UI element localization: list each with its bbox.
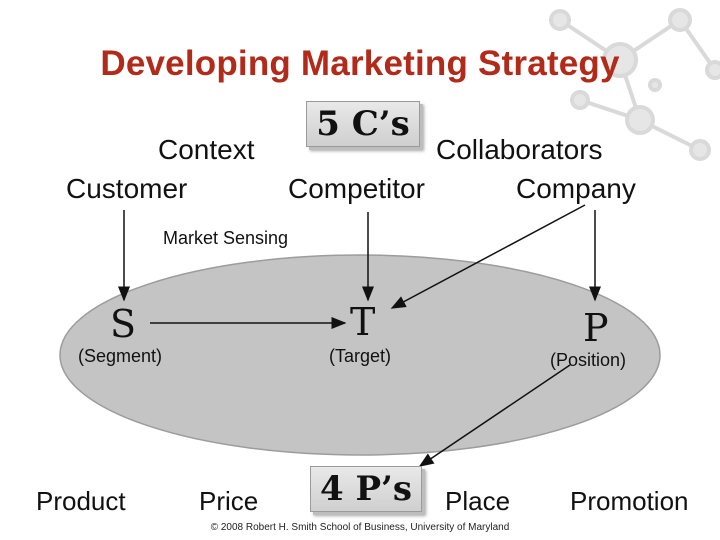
- segment-label: (Segment): [78, 346, 163, 366]
- position-letter: P: [583, 306, 609, 350]
- footer-copyright: © 2008 Robert H. Smith School of Busines…: [210, 522, 510, 533]
- context-label: Context: [158, 134, 255, 165]
- collaborators-label: Collaborators: [436, 134, 603, 165]
- position-label: (Position): [550, 350, 627, 370]
- four-ps-box: 4 P’s: [310, 466, 422, 512]
- page-title: Developing Marketing Strategy: [100, 44, 620, 83]
- company-label: Company: [516, 173, 636, 204]
- customer-label: Customer: [66, 173, 188, 204]
- place-label: Place: [445, 486, 511, 516]
- arrow-p-to-4ps: [418, 364, 571, 467]
- five-cs-box: 5 C’s: [306, 101, 420, 147]
- target-label: (Target): [329, 346, 392, 366]
- target-letter: T: [350, 300, 376, 344]
- molecule-decoration: [549, 8, 720, 161]
- product-label: Product: [36, 486, 126, 516]
- market-sensing-label: Market Sensing: [163, 228, 289, 248]
- competitor-label: Competitor: [288, 173, 425, 204]
- price-label: Price: [199, 486, 259, 516]
- promotion-label: Promotion: [570, 486, 689, 516]
- segment-letter: S: [110, 302, 137, 346]
- arrow-company-to-t: [390, 204, 586, 309]
